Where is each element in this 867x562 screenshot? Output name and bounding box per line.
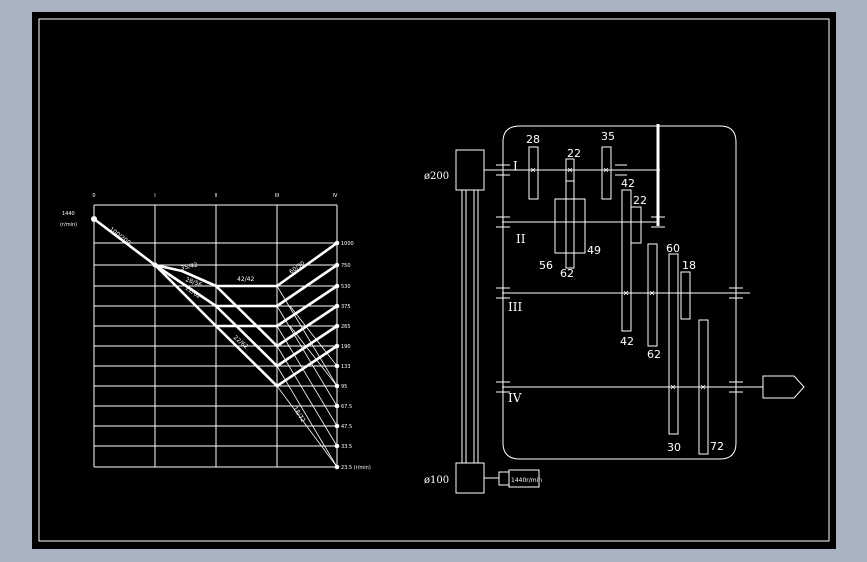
gear-label-35: 35	[601, 130, 615, 143]
gear-35	[601, 146, 612, 200]
gear-label-49: 49	[587, 244, 601, 257]
gear-56-49-block	[554, 198, 586, 254]
speed-label-530: 530	[341, 284, 351, 290]
shaft-ii-label: II	[516, 232, 526, 246]
input-speed-label: 1440	[62, 211, 75, 217]
speed-label-33-5: 33.5	[341, 444, 352, 450]
thin-transmission-lines	[276, 285, 338, 468]
speed-grid	[94, 204, 337, 468]
shaft-header-0: 0	[92, 193, 95, 199]
speed-label-375: 375	[341, 304, 351, 310]
speed-label-750: 750	[341, 263, 351, 269]
speed-chart	[91, 204, 340, 470]
bearings-left	[496, 164, 510, 393]
speed-label-47-5: 47.5	[341, 424, 352, 430]
shaft-header-2: II	[215, 193, 218, 199]
gear-label-72: 72	[710, 440, 724, 453]
pulley-bottom	[455, 462, 485, 494]
motor-body	[508, 469, 540, 488]
drawing-sheet: 0 I II III IV 1440 (r/min) 1000 750 530 …	[32, 12, 836, 549]
thick-transmission-lines	[92, 217, 339, 388]
gear-label-18: 18	[682, 259, 696, 272]
ratio-label-belt: 100/200	[108, 226, 132, 247]
speed-label-190: 190	[341, 344, 351, 350]
shaft-header-3: III	[275, 193, 279, 199]
gear-28	[528, 146, 539, 200]
speed-label-23-5: 23.5 (r/min)	[341, 465, 371, 471]
gear-62-shaft-iii	[647, 243, 658, 347]
shaft-iii-label: III	[508, 300, 522, 314]
gear-label-56: 56	[539, 259, 553, 272]
gearbox-housing	[502, 125, 737, 460]
speed-label-133: 133	[341, 364, 351, 370]
input-speed-unit: (r/min)	[60, 222, 77, 228]
gear-42-shaft-ii	[621, 189, 632, 332]
shaft-header-4: IV	[333, 193, 338, 199]
ratio-label-42-42: 42/42	[237, 276, 254, 283]
speed-label-1000: 1000	[341, 241, 354, 247]
gear-label-42-bottom: 42	[620, 335, 634, 348]
shaft-iv-label: IV	[508, 391, 522, 405]
gearbox-schematic	[455, 124, 805, 494]
ratio-label-18-72: 18/72	[291, 405, 306, 424]
gear-60-30-block	[668, 253, 679, 435]
ratio-label-35-42: 35/42	[180, 261, 199, 271]
gear-label-22-right: 22	[633, 194, 647, 207]
pulley-bottom-label: ø100	[424, 475, 449, 486]
gear-72	[698, 319, 709, 455]
drawing-canvas: 0 I II III IV 1440 (r/min) 1000 750 530 …	[38, 18, 830, 542]
gear-label-62-bottom: 62	[647, 348, 661, 361]
speed-label-67-5: 67.5	[341, 404, 352, 410]
gear-label-62-mid: 62	[560, 267, 574, 280]
speed-label-95: 95	[341, 384, 347, 390]
gear-label-28: 28	[526, 133, 540, 146]
motor-speed-label: 1440r/min	[511, 477, 542, 484]
gear-block-22-62	[565, 158, 575, 269]
drawing-frame	[38, 18, 830, 542]
shaft-i-label: I	[513, 159, 518, 173]
key-marks	[530, 167, 706, 390]
gear-label-42-top: 42	[621, 177, 635, 190]
motor-coupling	[498, 471, 510, 486]
shaft-header-1: I	[154, 193, 155, 199]
gear-18	[680, 271, 691, 320]
gear-label-30: 30	[667, 441, 681, 454]
bearings-right	[615, 164, 743, 393]
gear-label-22-top: 22	[567, 147, 581, 160]
speed-label-265: 265	[341, 324, 351, 330]
pulley-top	[455, 149, 485, 191]
pulley-top-label: ø200	[424, 171, 449, 182]
speed-points	[91, 216, 340, 470]
gear-label-60: 60	[666, 242, 680, 255]
output-spindle	[762, 375, 805, 399]
gear-22-shaft-ii	[630, 206, 642, 244]
